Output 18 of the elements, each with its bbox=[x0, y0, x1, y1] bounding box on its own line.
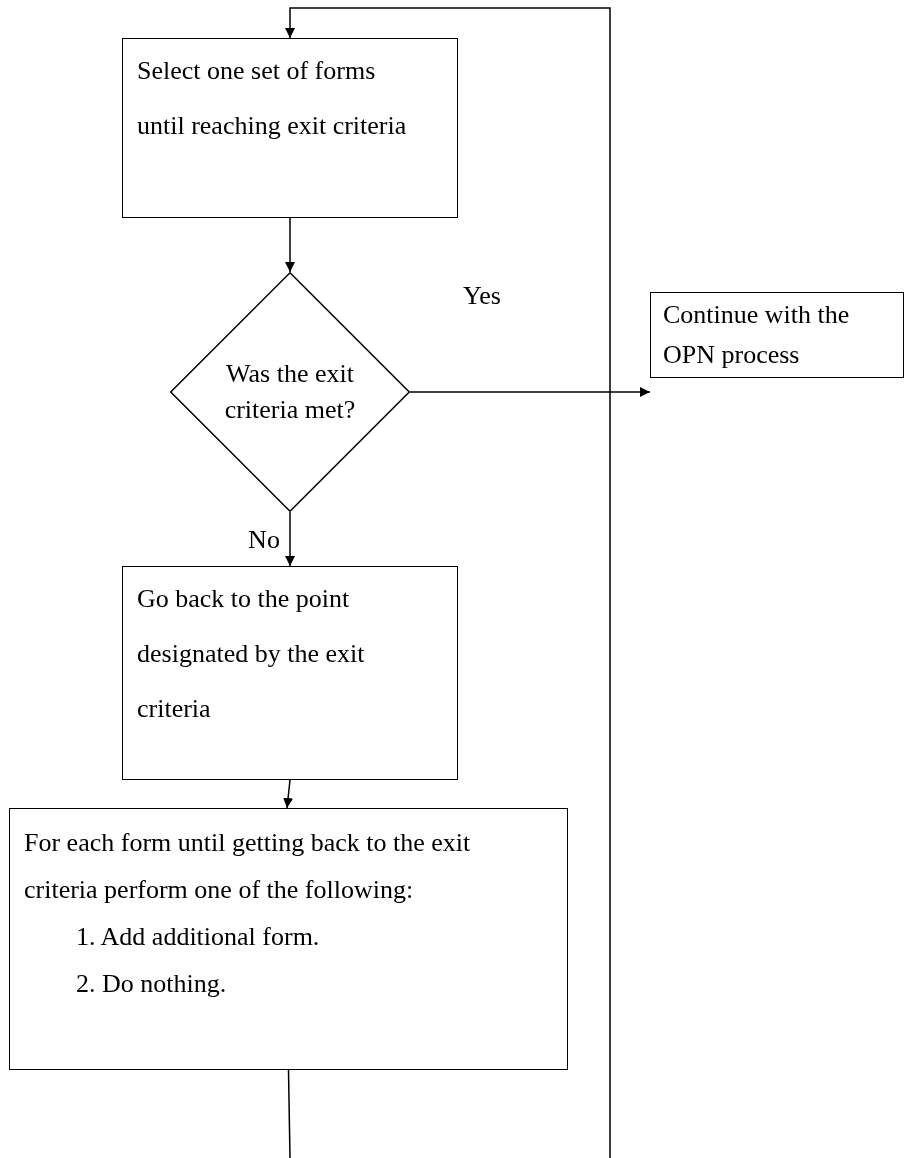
arrow bbox=[283, 779, 294, 809]
list-item: 1. Add additional form. bbox=[75, 921, 321, 953]
arrow bbox=[285, 7, 611, 1158]
process-box bbox=[650, 292, 904, 378]
process-box bbox=[9, 808, 568, 1070]
decision-diamond bbox=[170, 272, 410, 512]
process-box bbox=[122, 566, 458, 780]
arrow bbox=[285, 217, 295, 273]
box-text: For each form until getting back to the exit criteria perform one of the following: bbox=[24, 827, 472, 906]
box-text: Continue with the OPN process bbox=[663, 299, 851, 371]
connector-line bbox=[287, 1069, 291, 1158]
process-box bbox=[122, 38, 458, 218]
box-text: Go back to the point designated by the exit criteria bbox=[137, 583, 366, 725]
arrow bbox=[285, 511, 295, 567]
list-item: 2. Do nothing. bbox=[75, 968, 228, 1000]
box-text: Select one set of forms until reaching exit criteria bbox=[137, 55, 408, 142]
box-text: Was the exit criteria met? bbox=[223, 358, 357, 426]
arrow bbox=[409, 387, 651, 397]
